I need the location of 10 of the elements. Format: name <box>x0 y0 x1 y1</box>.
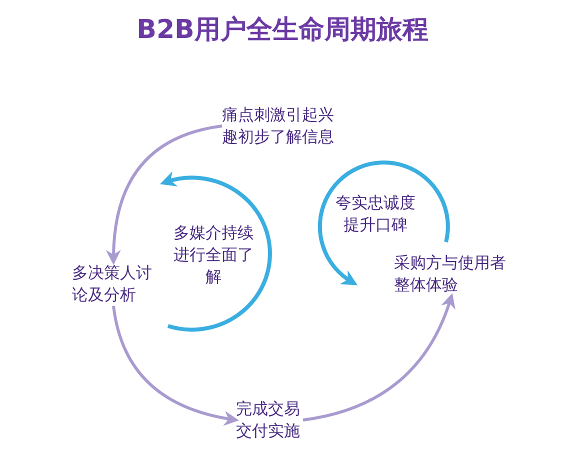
stage-text: 采购方与使用者整体体验 <box>394 252 509 296</box>
curved-arrow <box>302 293 455 422</box>
diagram-title: B2B用户全生命周期旅程 <box>136 14 428 47</box>
stage-text: 完成交易交付实施 <box>236 398 303 442</box>
curved-arrow <box>106 124 222 265</box>
stage-text: 痛点刺激引起兴趣初步了解信息 <box>222 104 337 148</box>
curved-arrow <box>112 306 239 426</box>
stage-text: 多决策人讨论及分析 <box>72 262 155 306</box>
cycle-note: 多媒介持续进行全面了解 <box>172 222 254 288</box>
cycle-note: 夸实忠诚度提升口碑 <box>334 192 416 236</box>
